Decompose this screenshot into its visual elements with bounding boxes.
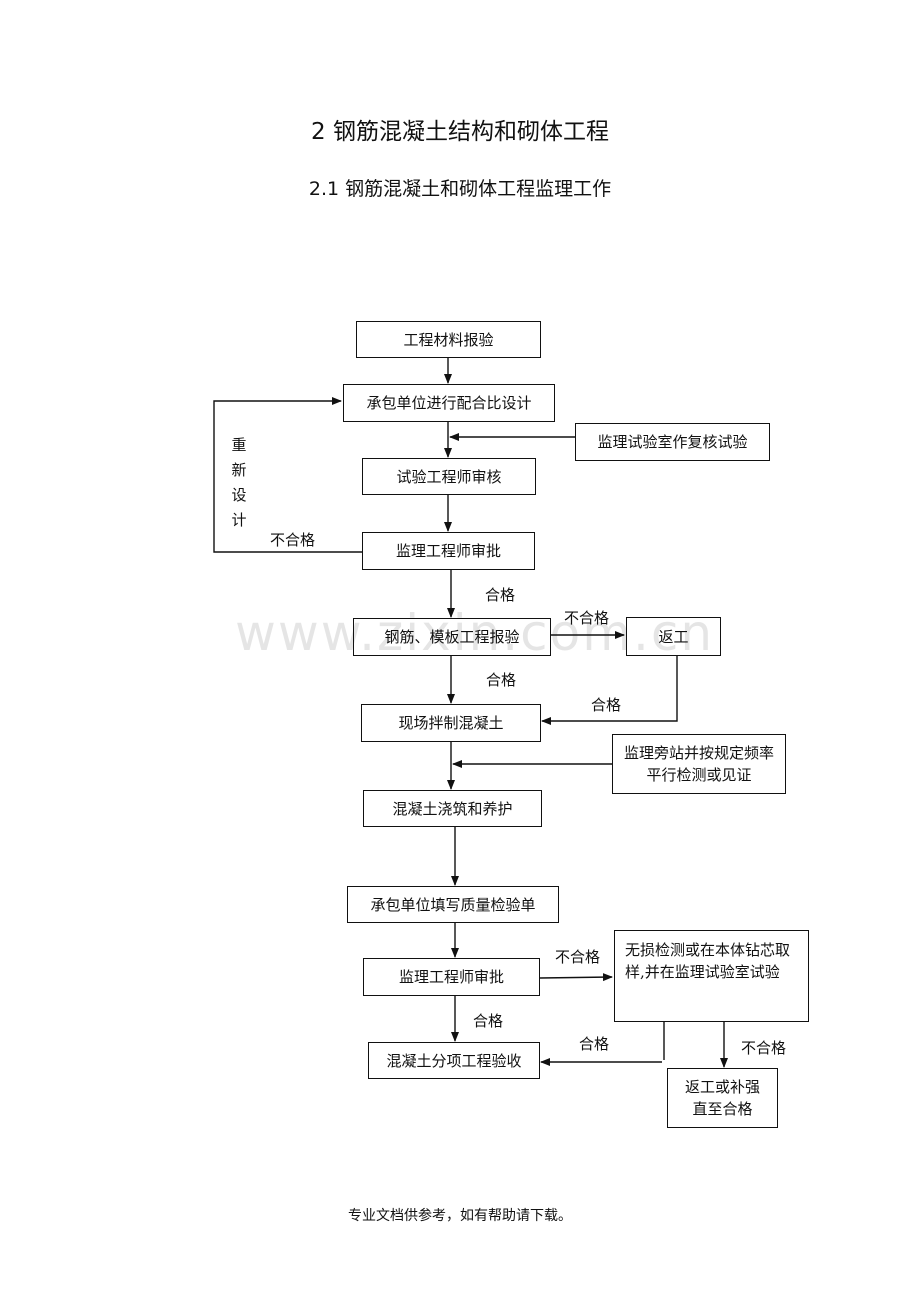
node-supervise-sampling: 监理旁站并按规定频率平行检测或见证 <box>612 734 786 794</box>
label-pass-rebar: 合格 <box>486 671 517 689</box>
label-fail-ndt: 不合格 <box>741 1039 787 1057</box>
label-pass-ndt: 合格 <box>579 1035 610 1053</box>
label-redesign-1: 重 <box>231 436 247 454</box>
node-rework-2: 返工或补强直至合格 <box>667 1068 778 1128</box>
redesign-loop-line <box>213 397 362 553</box>
node-supervisor-approve-2: 监理工程师审批 <box>363 958 540 996</box>
node-acceptance: 混凝土分项工程验收 <box>368 1042 540 1079</box>
node-pouring-curing: 混凝土浇筑和养护 <box>363 790 542 827</box>
label-redesign-4: 计 <box>231 511 247 529</box>
label-pass-approve1: 合格 <box>485 586 516 604</box>
page-footer: 专业文档供参考，如有帮助请下载。 <box>348 1208 572 1224</box>
label-pass-approve2: 合格 <box>473 1012 504 1030</box>
label-redesign-3: 设 <box>231 486 247 504</box>
node-rebar-formwork-report: 钢筋、模板工程报验 <box>353 618 551 656</box>
label-pass-rework: 合格 <box>591 696 622 714</box>
node-quality-form: 承包单位填写质量检验单 <box>347 886 559 923</box>
arrow-approve2-to-ndt <box>539 973 613 982</box>
section-subtitle: 2.1 钢筋混凝土和砌体工程监理工作 <box>308 178 612 200</box>
page-title: 2 钢筋混凝土结构和砌体工程 <box>311 119 609 145</box>
node-material-report: 工程材料报验 <box>356 321 541 358</box>
node-supervisor-approve-1: 监理工程师审批 <box>362 532 535 570</box>
node-mix-design: 承包单位进行配合比设计 <box>343 384 555 422</box>
label-fail-approve2: 不合格 <box>555 948 601 966</box>
watermark: www.zixin.com.cn <box>235 604 715 662</box>
node-test-engineer-review: 试验工程师审核 <box>362 458 536 495</box>
arrow-rework-to-mixing <box>541 656 678 725</box>
label-redesign-2: 新 <box>231 461 247 479</box>
node-lab-recheck: 监理试验室作复核试验 <box>575 423 770 461</box>
label-fail-rebar: 不合格 <box>564 609 610 627</box>
node-onsite-mixing: 现场拌制混凝土 <box>361 704 541 742</box>
label-fail-approve1: 不合格 <box>270 531 316 549</box>
node-ndt-coring: 无损检测或在本体钻芯取样,并在监理试验室试验 <box>614 930 809 1022</box>
node-rework-1: 返工 <box>626 617 721 656</box>
